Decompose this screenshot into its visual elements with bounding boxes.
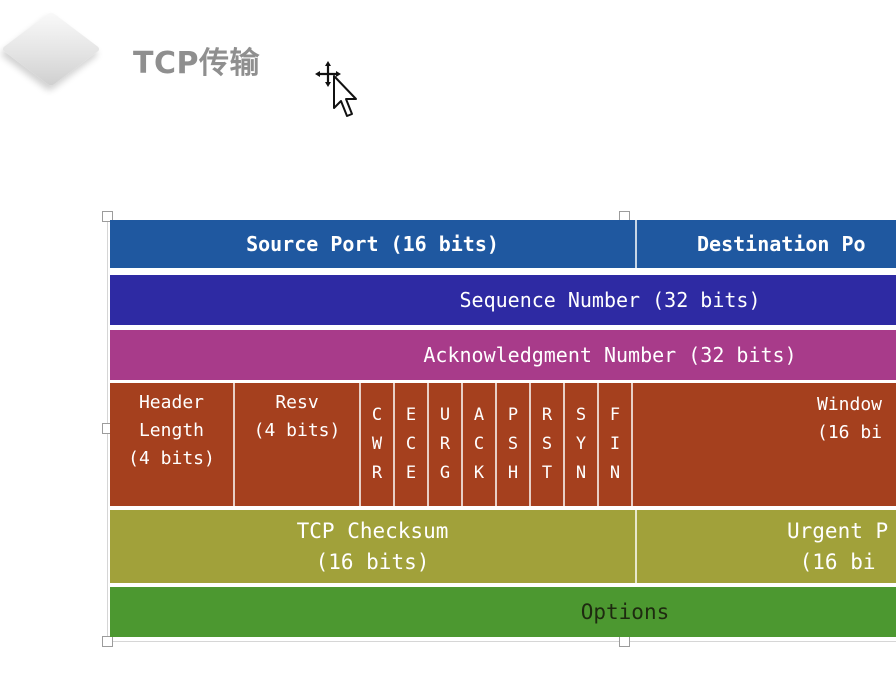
flag-rst: R S T [531, 383, 565, 506]
sequence-number-field: Sequence Number (32 bits) [459, 288, 761, 312]
flag-cwr: C W R [361, 383, 395, 506]
tcp-row-checksum: TCP Checksum (16 bits) Urgent P (16 bi [110, 510, 896, 583]
acknowledgment-number-field: Acknowledgment Number (32 bits) [423, 343, 797, 367]
resv-field: Resv (4 bits) [235, 383, 361, 506]
urgent-pointer-field: Urgent P (16 bi [787, 518, 889, 574]
tcp-row-flags: Header Length (4 bits) Resv (4 bits) C W… [110, 383, 896, 506]
slide-title: TCP传输 [133, 46, 260, 81]
tcp-checksum-field: TCP Checksum (16 bits) [110, 510, 637, 583]
flag-urg: U R G [429, 383, 463, 506]
header-length-field: Header Length (4 bits) [110, 383, 235, 506]
flag-psh: P S H [497, 383, 531, 506]
flag-fin: F I N [599, 383, 633, 506]
destination-port-field: Destination Po [697, 232, 866, 256]
tcp-row-options: Options [110, 587, 896, 637]
tcp-row-acknowledgment: Acknowledgment Number (32 bits) [110, 330, 896, 380]
flag-syn: S Y N [565, 383, 599, 506]
flag-ece: E C E [395, 383, 429, 506]
resize-handle-top-left[interactable] [102, 211, 113, 222]
tcp-row-ports: Source Port (16 bits) Destination Po [110, 220, 896, 268]
flag-ack: A C K [463, 383, 497, 506]
window-size-field: Window (16 bi [817, 394, 883, 443]
tcp-row-sequence: Sequence Number (32 bits) [110, 275, 896, 325]
resize-handle-bottom-middle[interactable] [619, 636, 630, 647]
resize-handle-bottom-left[interactable] [102, 636, 113, 647]
options-field: Options [580, 600, 670, 624]
diamond-icon [0, 11, 102, 87]
move-cursor-icon [315, 61, 357, 117]
source-port-field: Source Port (16 bits) [110, 220, 637, 268]
